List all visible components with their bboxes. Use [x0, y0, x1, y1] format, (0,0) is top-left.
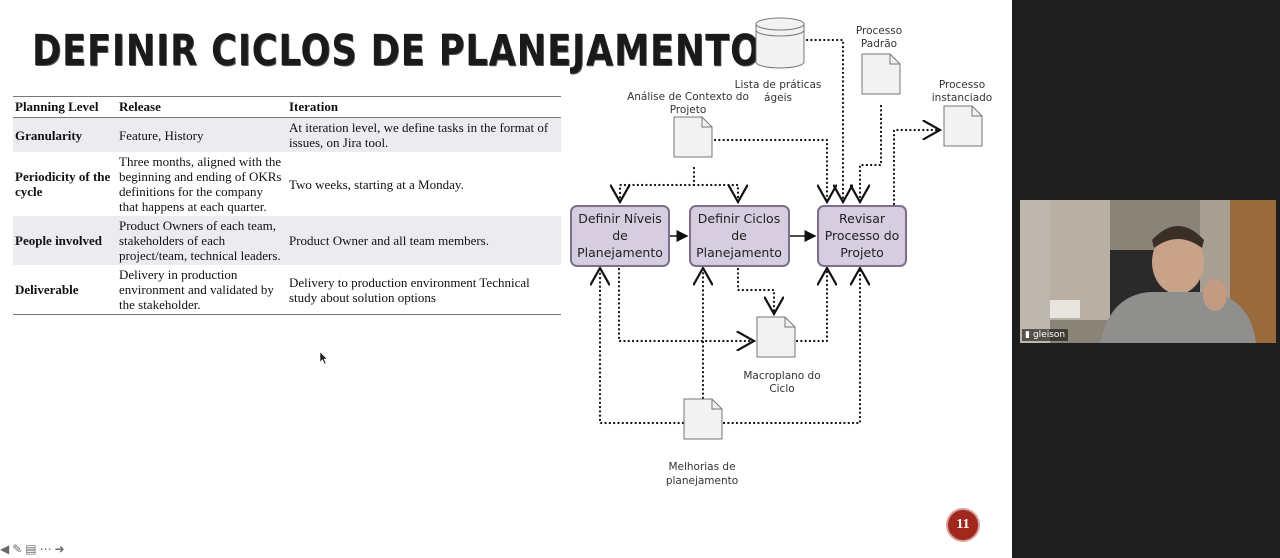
- document-icon: [861, 53, 901, 95]
- label-processo-instanciado: Processo: [939, 79, 985, 91]
- row-release: Delivery in production environment and v…: [117, 265, 287, 315]
- label-analise-contexto-2: Projeto: [670, 104, 707, 116]
- participant-name: gleison: [1032, 330, 1066, 340]
- table-row: Deliverable Delivery in production envir…: [13, 265, 561, 315]
- next-icon[interactable]: ➜: [54, 542, 65, 556]
- row-level: Periodicity of the cycle: [15, 169, 111, 199]
- label-processo-instanciado-2: instanciado: [932, 92, 992, 104]
- more-options-icon[interactable]: ⋯: [39, 542, 52, 556]
- slideshow-toolbar: ◀ ✎ ▤ ⋯ ➜: [0, 541, 65, 557]
- svg-text:de: de: [612, 228, 628, 243]
- svg-text:Processo do: Processo do: [825, 228, 900, 243]
- document-icon: [756, 316, 796, 358]
- planning-table: Planning Level Release Iteration Granula…: [13, 96, 561, 315]
- label-processo-padrao: Processo: [856, 25, 902, 37]
- participant-video[interactable]: ▮ gleison: [1020, 200, 1276, 343]
- svg-text:Planejamento: Planejamento: [577, 245, 663, 260]
- svg-text:de: de: [731, 228, 747, 243]
- table-row: Granularity Feature, History At iteratio…: [13, 117, 561, 152]
- svg-text:Definir Níveis: Definir Níveis: [578, 211, 662, 226]
- presentation-slide: DEFINIR CICLOS DE PLANEJAMENTO Planning …: [0, 0, 1012, 558]
- header-release: Release: [117, 96, 287, 118]
- label-melhorias: Melhorias de: [668, 461, 735, 473]
- table-row: People involved Product Owners of each t…: [13, 216, 561, 265]
- label-melhorias-2: planejamento: [666, 475, 738, 487]
- table-row: Periodicity of the cycle Three months, a…: [13, 152, 561, 216]
- row-iteration: Product Owner and all team members.: [287, 216, 561, 265]
- label-analise-contexto: Análise de Contexto do: [627, 91, 749, 103]
- document-icon: [943, 105, 983, 147]
- table-header-row: Planning Level Release Iteration: [13, 96, 561, 118]
- svg-text:Revisar: Revisar: [839, 211, 886, 226]
- header-planning-level: Planning Level: [13, 96, 117, 118]
- label-lista-praticas: Lista de práticas: [735, 79, 822, 91]
- row-iteration: Two weeks, starting at a Monday.: [289, 176, 464, 192]
- diagram-connectors: [600, 38, 940, 425]
- row-level: Granularity: [13, 117, 117, 152]
- row-iteration: Delivery to production environment Techn…: [287, 265, 561, 315]
- process-definir-ciclos: Definir Ciclos de Planejamento: [689, 205, 790, 267]
- row-level: Deliverable: [13, 265, 117, 315]
- page-number-badge: 11: [946, 508, 980, 542]
- label-macroplano-2: Ciclo: [769, 383, 794, 395]
- row-level: People involved: [13, 216, 117, 265]
- row-release: Three months, aligned with the beginning…: [119, 154, 282, 214]
- header-iteration: Iteration: [287, 96, 561, 118]
- document-icon: [683, 398, 723, 440]
- row-release: Product Owners of each team, stakeholder…: [117, 216, 287, 265]
- mouse-cursor-icon: [319, 351, 328, 365]
- process-diagram: Definir Níveis de Planejamento Definir C…: [319, 17, 992, 487]
- label-macroplano: Macroplano do: [743, 370, 820, 382]
- slides-icon[interactable]: ▤: [25, 542, 37, 556]
- video-frame: [1020, 200, 1276, 343]
- pen-icon[interactable]: ✎: [12, 542, 23, 556]
- row-release: Feature, History: [117, 117, 287, 152]
- row-iteration: At iteration level, we define tasks in t…: [287, 117, 561, 152]
- process-definir-niveis: Definir Níveis de Planejamento: [570, 205, 670, 267]
- document-icon: [673, 116, 713, 158]
- svg-text:Definir Ciclos: Definir Ciclos: [698, 211, 780, 226]
- process-revisar-processo: Revisar Processo do Projeto: [817, 205, 907, 267]
- label-processo-padrao-2: Padrão: [861, 38, 897, 50]
- previous-icon[interactable]: ◀: [0, 542, 10, 556]
- svg-text:Projeto: Projeto: [840, 245, 884, 260]
- signal-icon: ▮: [1025, 330, 1030, 340]
- participant-name-tag: ▮ gleison: [1022, 329, 1069, 341]
- database-icon: [755, 17, 805, 69]
- slide-title: DEFINIR CICLOS DE PLANEJAMENTO: [32, 26, 761, 76]
- svg-text:Planejamento: Planejamento: [696, 245, 782, 260]
- label-lista-praticas-2: ágeis: [764, 92, 792, 104]
